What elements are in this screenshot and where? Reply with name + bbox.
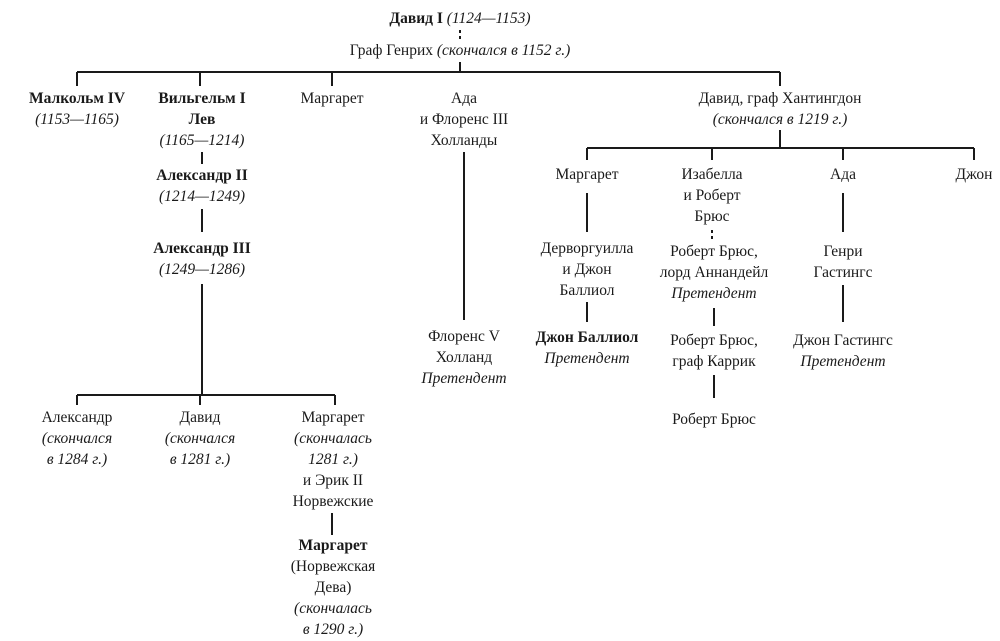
- death-note: (скончался в 1152 г.): [436, 42, 571, 59]
- name: Давид, граф Хантингдон: [698, 90, 862, 107]
- line-1: Дерворгуилла: [540, 240, 634, 257]
- death-note-1: (скончалась: [294, 600, 372, 617]
- line-5: Норвежские: [292, 493, 374, 510]
- node-ada-and-floris-3: Ада и Флоренс III Холланды: [420, 88, 508, 151]
- node-william-1: Вильгельм I Лев (1165—1214): [158, 88, 245, 151]
- node-david-son-of-alexander-3: Давид (скончался в 1281 г.): [165, 407, 235, 470]
- reign-dates: (1214—1249): [158, 188, 246, 205]
- node-isabella-and-robert-bruce: Изабелла и Роберт Брюс: [681, 164, 742, 227]
- claimant-label: Претендент: [421, 370, 507, 387]
- node-malcolm-4: Малкольм IV (1153—1165): [29, 88, 125, 130]
- name: Маргарет: [301, 409, 365, 426]
- node-david-huntingdon: Давид, граф Хантингдон (скончался в 1219…: [699, 88, 862, 130]
- reign-dates: (1165—1214): [159, 132, 245, 149]
- name: Ада: [830, 166, 856, 183]
- node-robert-bruce-carrick: Роберт Брюс, граф Каррик: [670, 330, 758, 372]
- line-1: Роберт Брюс,: [670, 243, 758, 260]
- line-1: Ада: [451, 90, 477, 107]
- node-john-of-huntingdon: Джон: [956, 164, 993, 185]
- death-note-1: (скончался: [164, 430, 236, 447]
- claimant-label: Претендент: [544, 350, 630, 367]
- node-margaret-of-huntingdon: Маргарет: [555, 164, 618, 185]
- line-2: Холланд: [435, 349, 493, 366]
- name: Малкольм IV: [28, 90, 126, 107]
- name: Маргарет: [298, 537, 368, 554]
- line-1: Роберт Брюс,: [670, 332, 758, 349]
- name: Александр: [41, 409, 113, 426]
- reign-dates: (1153—1165): [35, 111, 119, 128]
- line-3: Брюс: [694, 208, 730, 225]
- line-3: Баллиол: [559, 282, 615, 299]
- death-note-1: (скончался: [41, 430, 113, 447]
- line-2: лорд Аннандейл: [659, 264, 769, 281]
- node-margaret-and-eric-2: Маргарет (скончалась 1281 г.) и Эрик II …: [293, 407, 374, 512]
- line-3: Холланды: [430, 132, 498, 149]
- line-2: граф Каррик: [672, 353, 756, 370]
- node-ada-of-huntingdon: Ада: [830, 164, 856, 185]
- death-note-2: 1281 г.): [308, 451, 358, 468]
- death-note: (скончался в 1219 г.): [712, 111, 848, 128]
- node-john-balliol: Джон Баллиол Претендент: [536, 327, 639, 369]
- line-2: и Флоренс III: [419, 111, 509, 128]
- name: Граф Генрих: [349, 42, 434, 59]
- death-note-1: (скончалась: [294, 430, 372, 447]
- reign-dates: (1249—1286): [158, 261, 246, 278]
- name: Александр II: [156, 167, 248, 184]
- node-alexander-son-of-alexander-3: Александр (скончался в 1284 г.): [42, 407, 113, 470]
- node-maid-of-norway: Маргарет (Норвежская Дева) (скончалась в…: [291, 535, 376, 640]
- claimant-label: Претендент: [800, 353, 886, 370]
- node-count-henry: Граф Генрих (скончался в 1152 г.): [350, 40, 571, 61]
- name: Давид: [179, 409, 221, 426]
- line-1: Флоренс V: [428, 328, 500, 345]
- claimant-label: Претендент: [671, 285, 757, 302]
- death-note-2: в 1281 г.): [169, 451, 231, 468]
- node-robert-bruce-king: Роберт Брюс: [672, 409, 756, 430]
- node-alexander-3: Александр III (1249—1286): [153, 238, 251, 280]
- node-henry-hastings: Генри Гастингс: [814, 241, 873, 283]
- node-alexander-2: Александр II (1214—1249): [156, 165, 247, 207]
- name: Маргарет: [555, 166, 619, 183]
- line-3: Дева): [314, 579, 352, 596]
- name: Александр III: [153, 240, 251, 257]
- node-john-hastings: Джон Гастингс Претендент: [793, 330, 893, 372]
- name: Джон: [955, 166, 993, 183]
- node-dervorguilla-and-john-balliol: Дерворгуилла и Джон Баллиол: [541, 238, 634, 301]
- name: Роберт Брюс: [672, 411, 756, 428]
- reign-dates: (1124—1153): [446, 10, 531, 27]
- node-david-1: Давид I (1124—1153): [389, 8, 530, 29]
- node-margaret-daughter-of-henry: Маргарет: [300, 88, 363, 109]
- node-floris-5: Флоренс V Холланд Претендент: [421, 326, 506, 389]
- line-1: Изабелла: [681, 166, 743, 183]
- name: Джон Гастингс: [793, 332, 893, 349]
- node-robert-bruce-annandale: Роберт Брюс, лорд Аннандейл Претендент: [660, 241, 769, 304]
- death-note-2: в 1290 г.): [302, 621, 364, 638]
- name: Маргарет: [300, 90, 364, 107]
- name-line-2: Лев: [188, 111, 216, 128]
- death-note-2: в 1284 г.): [46, 451, 108, 468]
- line-2: (Норвежская: [290, 558, 376, 575]
- line-2: Гастингс: [813, 264, 873, 281]
- line-4: и Эрик II: [302, 472, 364, 489]
- line-2: и Джон: [562, 261, 612, 278]
- line-2: и Роберт: [683, 187, 741, 204]
- name: Давид I: [389, 10, 443, 27]
- line-1: Генри: [823, 243, 863, 260]
- name-line-1: Вильгельм I: [158, 90, 246, 107]
- name: Джон Баллиол: [535, 329, 639, 346]
